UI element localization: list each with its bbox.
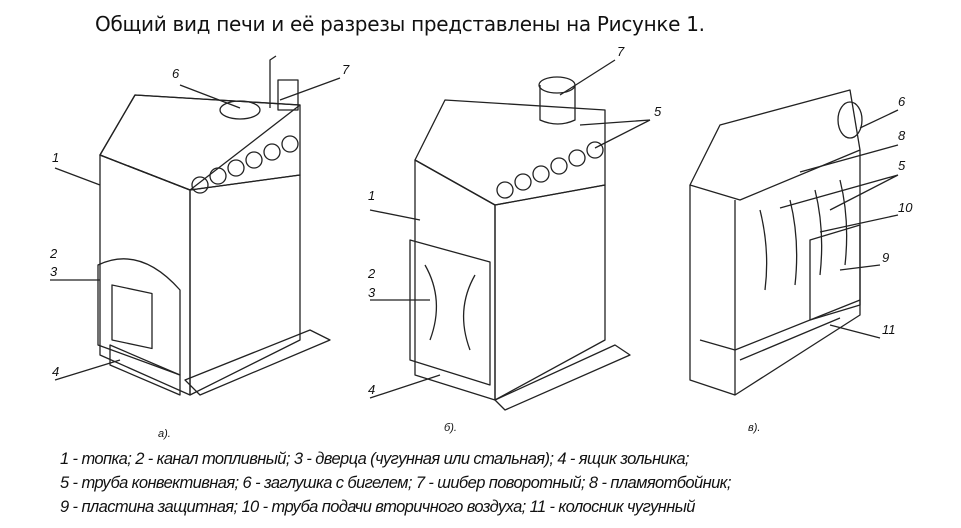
label-8-c: 8	[898, 128, 906, 143]
label-4-a: 4	[52, 364, 60, 379]
stove-figure-b	[409, 76, 631, 411]
label-1-a: 1	[52, 150, 60, 165]
caption-a: а).	[158, 428, 171, 440]
label-3-a: 3	[50, 264, 58, 279]
label-11-c: 11	[882, 322, 896, 337]
label-9-c: 9	[882, 250, 890, 265]
convection-pipes-b	[496, 141, 604, 199]
leader-lines	[50, 59, 899, 399]
convection-pipes-a	[191, 135, 299, 194]
label-5-c: 5	[898, 158, 906, 173]
label-6-c: 6	[898, 94, 906, 109]
label-1-b: 1	[368, 188, 376, 203]
label-5-b: 5	[654, 104, 662, 119]
caption-c: в).	[748, 422, 761, 434]
legend-line-3: 9 - пластина защитная; 10 - труба подачи…	[60, 498, 695, 516]
label-3-b: 3	[368, 285, 376, 300]
label-7-a: 7	[342, 62, 350, 77]
stove-figure-a	[97, 55, 331, 396]
legend-line-1: 1 - топка; 2 - канал топливный; 3 - двер…	[60, 450, 689, 468]
label-7-b: 7	[617, 44, 625, 59]
caption-b: б).	[444, 422, 457, 434]
label-6-a: 6	[172, 66, 180, 81]
label-4-b: 4	[368, 382, 376, 397]
label-2-b: 2	[368, 266, 376, 281]
stove-figure-c	[689, 89, 863, 396]
label-2-a: 2	[50, 246, 58, 261]
legend-line-2: 5 - труба конвективная; 6 - заглушка с б…	[60, 474, 731, 492]
page-heading: Общий вид печи и её разрезы представлены…	[95, 12, 705, 36]
label-10-c: 10	[898, 200, 913, 215]
